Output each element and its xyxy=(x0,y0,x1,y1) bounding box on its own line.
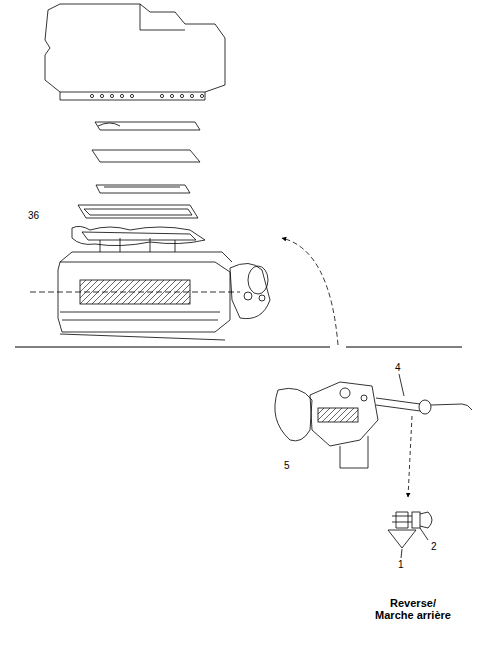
callout-number: 4 xyxy=(395,362,401,373)
bolt xyxy=(120,94,123,97)
bolt xyxy=(100,94,103,97)
callout-number: 1 xyxy=(398,559,404,570)
bolt xyxy=(90,94,93,97)
gearbox-parts xyxy=(15,4,472,558)
bolt xyxy=(130,94,133,97)
bolt xyxy=(190,94,193,97)
bolt xyxy=(170,94,173,97)
bolt xyxy=(160,94,163,97)
bolt xyxy=(180,94,183,97)
callout-number: 5 xyxy=(284,460,290,471)
bolt xyxy=(200,94,203,97)
callout-number: 2 xyxy=(431,541,437,552)
view-label: Reverse/ Marche arrière xyxy=(372,597,454,621)
callout-number: 36 xyxy=(28,210,39,221)
bolt xyxy=(110,94,113,97)
